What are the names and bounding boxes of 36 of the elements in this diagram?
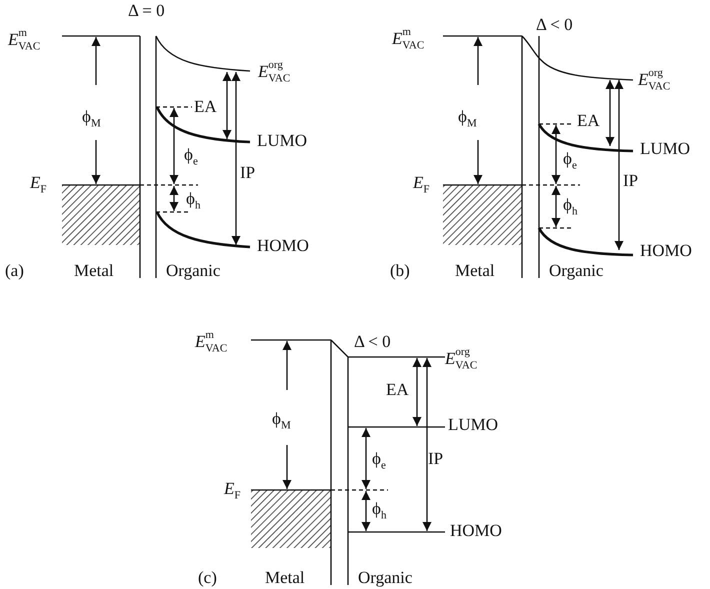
fermi-level-label: E$_{F}$	[413, 174, 430, 196]
region-label: Metal	[265, 569, 305, 588]
work-function-label: ϕ$_{M}$	[82, 108, 101, 130]
panel-label: (c)	[198, 569, 217, 588]
interface-dipole-label: Δ = 0	[128, 2, 165, 21]
lumo-label: LUMO	[640, 140, 690, 159]
interface-dipole-label: Δ < 0	[536, 16, 573, 35]
fermi-level-label: E$_{F}$	[224, 480, 241, 502]
hole-barrier-label: ϕ$_{h}$	[186, 190, 200, 212]
lumo-label: LUMO	[448, 416, 498, 435]
fermi-level-label: E$_{F}$	[30, 174, 47, 196]
homo-label: HOMO	[257, 237, 309, 256]
homo-label: HOMO	[640, 242, 692, 261]
region-label: Organic	[549, 262, 604, 281]
ionization-potential-label: IP	[428, 450, 444, 469]
electron-barrier-label: ϕ$_{e}$	[184, 146, 198, 168]
electron-affinity-label: EA	[577, 112, 600, 131]
homo-label: HOMO	[450, 522, 502, 541]
hole-barrier-label: ϕ$_{h}$	[372, 500, 386, 522]
panel-label: (a)	[5, 262, 24, 281]
region-label: Metal	[455, 262, 495, 281]
electron-affinity-label: EA	[386, 381, 409, 400]
ionization-potential-label: IP	[240, 164, 256, 183]
ionization-potential-label: IP	[623, 172, 638, 191]
interface-dipole-label: Δ < 0	[354, 333, 391, 352]
electron-barrier-label: ϕ$_{e}$	[563, 150, 577, 172]
work-function-label: ϕ$_{M}$	[458, 108, 477, 130]
region-label: Organic	[166, 262, 220, 281]
region-label: Metal	[74, 262, 114, 281]
region-label: Organic	[358, 569, 412, 588]
work-function-label: ϕ$_{M}$	[272, 410, 291, 432]
lumo-label: LUMO	[257, 132, 308, 151]
panel-label: (b)	[390, 262, 410, 281]
electron-barrier-label: ϕ$_{e}$	[372, 450, 386, 472]
electron-affinity-label: EA	[194, 98, 217, 117]
hole-barrier-label: ϕ$_{h}$	[563, 196, 578, 218]
